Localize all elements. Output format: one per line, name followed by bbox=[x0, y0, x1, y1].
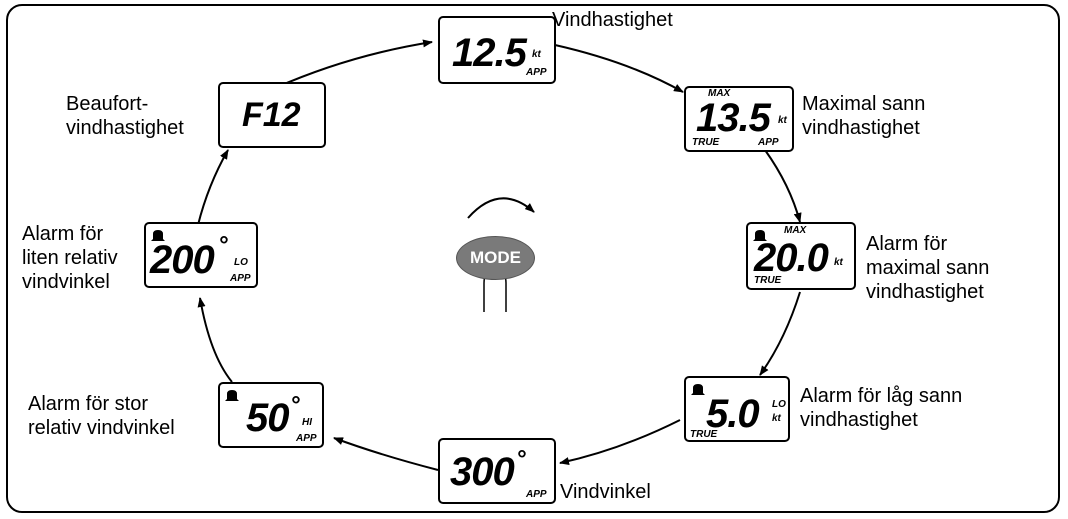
unit-kt: kt bbox=[532, 49, 541, 60]
arrow-icon bbox=[764, 149, 802, 223]
wind-angle-value: 300 bbox=[450, 450, 515, 494]
arrow-icon bbox=[197, 149, 229, 226]
label-line: vindhastighet bbox=[866, 281, 984, 303]
label-line: Alarm för bbox=[22, 223, 104, 245]
bell-icon bbox=[225, 390, 239, 401]
tag-lo: LO bbox=[772, 399, 786, 410]
max-alarm-value: 20.0 bbox=[754, 236, 829, 280]
max-true-value: 13.5 bbox=[696, 96, 771, 140]
label-max-true: Maximal sann vindhastighet bbox=[802, 92, 925, 140]
label-max-alarm: Alarm för maximal sann vindhastighet bbox=[866, 232, 989, 304]
label-line: liten relativ bbox=[22, 247, 118, 269]
label-line: vindvinkel bbox=[22, 271, 110, 293]
tag-true: TRUE bbox=[690, 429, 718, 440]
hi-angle-value: 50 bbox=[246, 396, 289, 440]
arrow-icon bbox=[197, 297, 233, 383]
label-wind-speed: Vindhastighet bbox=[552, 9, 673, 31]
label-line: vindhastighet bbox=[800, 409, 918, 431]
label-line: Maximal sann bbox=[802, 93, 926, 115]
beaufort-display: F12 bbox=[218, 82, 326, 148]
label-line: vindhastighet bbox=[802, 117, 920, 139]
low-alarm-value: 5.0 bbox=[706, 392, 760, 436]
tag-hi: HI bbox=[302, 417, 312, 428]
hi-angle-display: 50 ° HI APP bbox=[218, 382, 324, 448]
label-line: vindhastighet bbox=[66, 117, 184, 139]
degree-symbol: ° bbox=[290, 392, 300, 419]
beaufort-value: F12 bbox=[242, 96, 301, 134]
label-line: Beaufort- bbox=[66, 93, 149, 115]
label-low-alarm: Alarm för låg sann vindhastighet bbox=[800, 384, 962, 432]
arrow-icon bbox=[759, 291, 801, 376]
unit-kt: kt bbox=[834, 257, 843, 268]
tag-max: MAX bbox=[784, 225, 807, 236]
tag-true: TRUE bbox=[754, 275, 782, 286]
tag-app: APP bbox=[230, 273, 251, 284]
arrow-icon bbox=[333, 437, 439, 471]
diagram-frame bbox=[6, 4, 1060, 513]
bell-icon bbox=[753, 230, 767, 241]
label-line: Alarm för låg sann bbox=[800, 385, 963, 407]
tag-app: APP bbox=[526, 489, 547, 500]
label-line: Alarm för bbox=[866, 233, 948, 255]
rotate-arrow-icon bbox=[467, 197, 535, 219]
lo-angle-value: 200 bbox=[150, 238, 215, 282]
low-alarm-display: 5.0 LO kt TRUE bbox=[684, 376, 790, 442]
arrow-icon bbox=[559, 419, 681, 466]
arrow-icon bbox=[554, 44, 684, 93]
label-wind-angle: Vindvinkel bbox=[560, 481, 651, 503]
bell-icon bbox=[151, 230, 165, 241]
wind-speed-value: 12.5 bbox=[452, 31, 527, 75]
max-alarm-display: MAX 20.0 kt TRUE bbox=[746, 222, 856, 290]
arrow-icon bbox=[274, 39, 433, 89]
label-line: Alarm för stor bbox=[28, 393, 149, 415]
tag-max: MAX bbox=[708, 88, 731, 99]
wind-angle-display: 300 ° APP bbox=[438, 438, 556, 504]
wind-speed-display: 12.5 kt APP bbox=[438, 16, 556, 84]
tag-app: APP bbox=[296, 433, 317, 444]
label-line: maximal sann bbox=[866, 257, 990, 279]
tag-app: APP bbox=[526, 67, 547, 78]
label-line: relativ vindvinkel bbox=[28, 417, 175, 439]
label-lo-angle: Alarm för liten relativ vindvinkel bbox=[22, 222, 118, 294]
tag-lo: LO bbox=[234, 257, 248, 268]
label-beaufort: Beaufort- vindhastighet bbox=[66, 92, 184, 140]
label-hi-angle: Alarm för stor relativ vindvinkel bbox=[28, 392, 175, 440]
degree-symbol: ° bbox=[516, 446, 526, 473]
tag-true: TRUE bbox=[692, 137, 720, 148]
degree-symbol: ° bbox=[218, 232, 228, 259]
unit-kt: kt bbox=[778, 115, 787, 126]
tag-app: APP bbox=[758, 137, 779, 148]
max-true-display: MAX 13.5 kt TRUE APP bbox=[684, 86, 794, 152]
mode-button[interactable]: MODE bbox=[456, 236, 535, 280]
bell-icon bbox=[691, 384, 705, 395]
lo-angle-display: 200 ° LO APP bbox=[144, 222, 258, 288]
unit-kt: kt bbox=[772, 413, 781, 424]
